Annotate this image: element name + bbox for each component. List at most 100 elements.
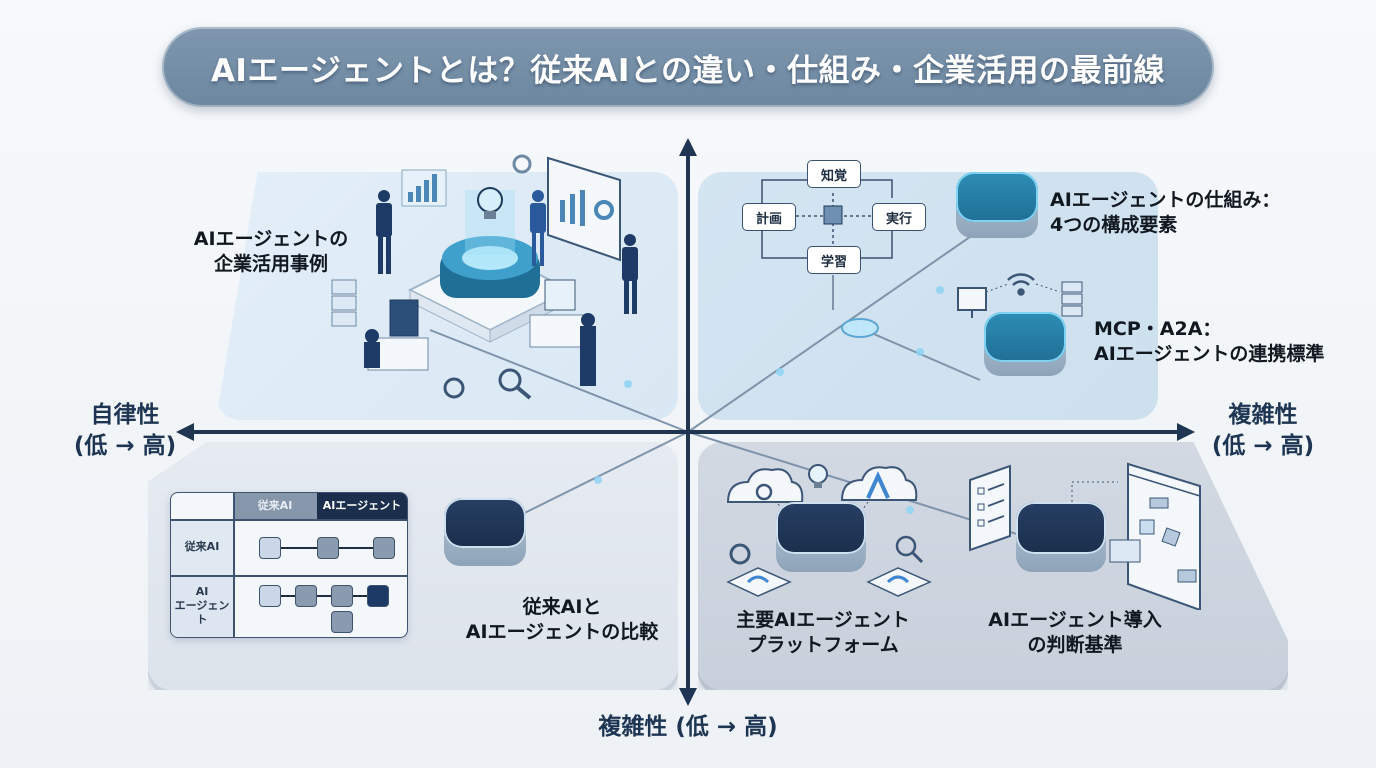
ai-agent-device-icon — [956, 172, 1038, 222]
axis-label-complexity-bottom: 複雑性 (低 → 高) — [598, 714, 778, 740]
connectivity-icons — [957, 273, 1083, 318]
platform-device-icon — [776, 502, 866, 554]
platform-tile-icon — [726, 567, 792, 597]
lightbulb-icon — [808, 464, 828, 488]
label-line: MCP・A2A： — [1094, 318, 1222, 340]
cycle-step-perception: 知覚 — [807, 160, 861, 188]
quadrant-label-platforms: 主要AIエージェント プラットフォーム — [718, 608, 928, 658]
label-line: の判断基準 — [1027, 634, 1123, 656]
server-stack-icon — [331, 279, 357, 327]
cycle-step-learning: 学習 — [807, 246, 861, 274]
checklist-icon — [969, 464, 1011, 552]
cycle-step-planning: 計画 — [742, 203, 796, 231]
label-line: 企業活用事例 — [213, 253, 328, 275]
flow-tool-icon — [317, 537, 339, 559]
criteria-icons — [969, 462, 1201, 610]
vertical-axis — [686, 152, 690, 690]
label-line: プラットフォーム — [747, 634, 899, 656]
flow-brain-icon — [373, 537, 395, 559]
platform-icons — [726, 464, 932, 597]
glow-node — [624, 380, 632, 388]
comparison-table: 従来AI AIエージェント 従来AI AI エージェント — [170, 492, 408, 638]
axis-label-range: (低 → 高) — [1211, 433, 1315, 459]
platform-tile-icon — [866, 567, 932, 597]
enterprise-use-case-illustration — [331, 154, 638, 400]
gear-icon — [443, 377, 465, 399]
quadrant-label-comparison: 従来AIと AIエージェントの比較 — [462, 595, 662, 645]
flowchart-window-icon — [1109, 462, 1201, 610]
monitor-icon — [957, 287, 987, 318]
table-header-ai-agent: AIエージェント — [317, 493, 407, 519]
glow-node — [594, 476, 602, 484]
arrow-up-icon — [679, 138, 697, 156]
axis-label-complexity-right: 複雑性 (低 → 高) — [1188, 400, 1338, 462]
gear-icon — [512, 154, 532, 174]
cloud-gear-icon — [726, 468, 804, 503]
quadrant-label-mechanism: AIエージェントの仕組み： 4つの構成要素 — [1050, 188, 1280, 238]
cycle-step-execution: 実行 — [872, 203, 926, 231]
flow-input-icon — [259, 585, 281, 607]
cloud-platform-icon — [840, 466, 918, 501]
desk-workstation-icon — [529, 279, 596, 386]
page-title: AIエージェントとは？従来AIとの違い・仕組み・企業活用の最前線 — [210, 52, 1166, 89]
flow-input-icon — [259, 537, 281, 559]
ai-agent-device-icon — [984, 312, 1066, 362]
table-header-traditional-ai: 従来AI — [233, 493, 317, 519]
arrow-down-icon — [679, 688, 697, 706]
table-row-label-ai-agent: AI エージェント — [171, 575, 233, 637]
quadrant-label-criteria: AIエージェント導入 の判断基準 — [960, 608, 1190, 658]
desk-workstation-icon — [364, 299, 429, 371]
table-divider — [171, 575, 407, 577]
flow-arrow-icon — [353, 595, 367, 597]
criteria-device-icon — [1016, 502, 1106, 554]
label-line: 主要AIエージェント — [736, 609, 910, 631]
axis-label-range: (低 → 高) — [73, 433, 177, 459]
table-divider — [171, 519, 407, 521]
quadrant-label-standards: MCP・A2A： AIエージェントの連携標準 — [1094, 317, 1324, 367]
gear-icon — [729, 543, 751, 565]
glow-node — [906, 506, 914, 514]
hub-node-icon — [841, 318, 879, 338]
flow-loop-icon — [331, 611, 353, 633]
agent-cycle-diagram: 知覚 実行 学習 計画 — [722, 158, 942, 283]
title-banner: AIエージェントとは？従来AIとの違い・仕組み・企業活用の最前線 — [162, 27, 1214, 107]
lightbulb-icon — [477, 187, 503, 219]
business-person-icon — [530, 190, 546, 266]
flow-brain-icon — [295, 585, 317, 607]
dashed-arrow — [1071, 481, 1118, 502]
arrow-left-icon — [176, 423, 194, 441]
label-line: 4つの構成要素 — [1050, 214, 1178, 236]
label-line: AIエージェントの連携標準 — [1094, 343, 1325, 365]
glow-node — [916, 348, 924, 356]
bar-chart-icon — [401, 169, 447, 207]
label-line: 従来AIと — [522, 596, 602, 618]
table-divider — [233, 493, 235, 637]
label-line: AIエージェントの — [193, 228, 349, 250]
connector-line-tl — [429, 329, 689, 433]
magnifier-icon — [498, 368, 532, 400]
traditional-ai-device-icon — [444, 498, 526, 548]
flow-arrow-icon — [281, 547, 317, 549]
horizontal-axis — [192, 430, 1178, 434]
cube-icon — [823, 205, 843, 225]
flow-arrow-icon — [317, 595, 331, 597]
connector-line-tr — [687, 229, 981, 433]
presentation-board-icon — [547, 156, 621, 262]
table-row-label-traditional-ai: 従来AI — [171, 519, 233, 575]
label-line: AIエージェント導入 — [988, 609, 1162, 631]
axis-label-autonomy: 自律性 (低 → 高) — [50, 400, 200, 462]
quadrant-label-enterprise-use: AIエージェントの 企業活用事例 — [186, 227, 356, 277]
server-icon — [1061, 281, 1083, 317]
glow-node — [776, 368, 784, 376]
magnifier-icon — [895, 535, 924, 564]
flow-action-icon — [367, 585, 389, 607]
wifi-icon — [1007, 273, 1035, 296]
business-person-icon — [622, 234, 638, 314]
business-person-icon — [376, 190, 392, 274]
label-line: AI — [195, 585, 209, 598]
arrow-right-icon — [1177, 423, 1195, 441]
axis-label-line: 複雑性 — [1228, 402, 1298, 428]
flow-arrow-icon — [281, 595, 295, 597]
cycle-arrows — [761, 179, 893, 259]
label-line: AIエージェントの比較 — [465, 621, 659, 643]
